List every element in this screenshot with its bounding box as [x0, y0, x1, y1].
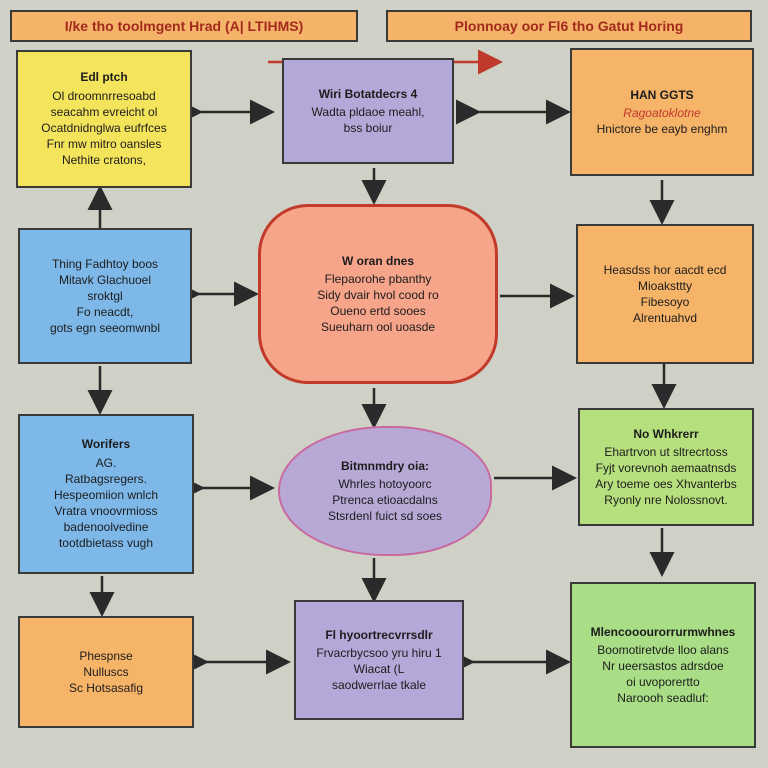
box-bottom-center: Fl hyoortrecvrrsdlr Frvacrbycsoo yru hir…	[294, 600, 464, 720]
box-bottom-right-line: Naroooh seadluf:	[617, 691, 709, 706]
box-bottom-center-line: saodwerrlae tkale	[331, 678, 427, 693]
box-bottom-right-line: Nr ueersastos adrsdoe	[602, 658, 724, 673]
box-center-ellipse-line: Stsrdenl fuict sd soes	[327, 509, 443, 524]
box-center-main-line: Sidy dvair hvol cood ro	[317, 287, 439, 302]
box-top-left-title: Edl ptch	[80, 70, 128, 85]
box-top-left: Edl ptch Ol droomnrresoabd seacahm evrei…	[16, 50, 192, 188]
box-center-ellipse: Bitmnmdry oia: Whrles hotoyoorc Ptrenca …	[278, 426, 492, 556]
box-top-left-line: Nethite cratons,	[61, 153, 147, 168]
box-bottom-center-line: Frvacrbycsoo yru hiru 1	[316, 645, 442, 660]
box-center-main-line: Flepaorohe pbanthy	[324, 271, 432, 286]
box-left-3-line: Hespeomiion wnlch	[53, 487, 159, 502]
box-left-3-line: badenoolvedine	[63, 520, 149, 535]
box-top-right-line: Hnictore be eayb enghm	[596, 122, 728, 137]
box-top-left-line: Fnr mw mitro oansles	[46, 137, 162, 152]
box-right-3-line: Fyjt vorevnoh aemaatnsds	[595, 460, 737, 475]
left-banner: I/ke tho toolmgent Hrad (A| LTIHMS)	[10, 10, 358, 42]
right-banner-text: Plonnoay oor Fl6 tho Gatut Horing	[454, 18, 684, 34]
box-bottom-left-line: Sc Hotsasafig	[68, 681, 144, 696]
box-right-3-line: Ryonly nre Nolossnovt.	[604, 493, 728, 508]
box-left-2-line: sroktgl	[87, 288, 123, 303]
box-left-2-line: Mitavk Glachuoel	[58, 272, 152, 287]
box-left-3-line: Ratbagsregers.	[64, 471, 148, 486]
box-bottom-center-title: Fl hyoortrecvrrsdlr	[325, 627, 433, 642]
box-top-left-line: Ol droomnrresoabd	[52, 88, 156, 103]
box-left-2-line: gots egn seeomwnbl	[49, 321, 161, 336]
box-left-2-line: Fo neacdt,	[76, 305, 134, 320]
box-top-center-line: Wadta pldaoe meahl,	[311, 104, 425, 119]
box-top-left-line: seacahm evreicht ol	[50, 104, 158, 119]
box-top-center: Wiri Botatdecrs 4 Wadta pldaoe meahl, bs…	[282, 58, 454, 164]
box-top-center-line: bss boiur	[343, 121, 393, 136]
box-right-3-line: Ary toeme oes Xhvanterbs	[595, 477, 737, 492]
box-left-2: Thing Fadhtoy boos Mitavk Glachuoel srok…	[18, 228, 192, 364]
box-center-main-line: Oueno ertd sooes	[330, 304, 426, 319]
box-bottom-right-line: oi uvoporertto	[626, 675, 700, 690]
box-left-2-line: Thing Fadhtoy boos	[51, 256, 159, 271]
box-right-2-line: Heasdss hor aacdt ecd	[603, 262, 727, 277]
box-right-3-line: Ehartrvon ut sltrecrtoss	[604, 444, 728, 459]
box-bottom-right-line: Boomotiretvde lloo alans	[597, 642, 729, 657]
box-center-main-line: Sueuharn ool uoasde	[320, 320, 436, 335]
box-right-2-line: Fibesoyo	[640, 295, 690, 309]
box-right-3: No Whkrerr Ehartrvon ut sltrecrtoss Fyjt…	[578, 408, 754, 526]
box-bottom-right: Mlencooourorrurmwhnes Boomotiretvde lloo…	[570, 582, 756, 748]
box-top-right-subtitle: Ragoatoklotne	[623, 105, 701, 120]
box-right-2: Heasdss hor aacdt ecd Mioaksttty Fibesoy…	[576, 224, 754, 364]
box-left-3-line: Vratra vnoovrmioss	[54, 504, 158, 519]
box-center-ellipse-line: Ptrenca etioacdalns	[332, 493, 438, 507]
box-left-3: Worifers AG. Ratbagsregers. Hespeomiion …	[18, 414, 194, 574]
box-center-main: W oran dnes Flepaorohe pbanthy Sidy dvai…	[258, 204, 498, 384]
box-bottom-right-title: Mlencooourorrurmwhnes	[590, 624, 736, 639]
box-bottom-center-line: Wiacat (L	[353, 662, 405, 676]
box-right-2-line: Alrentuahvd	[632, 311, 698, 326]
box-bottom-left: Phespnse Nulluscs Sc Hotsasafig	[18, 616, 194, 728]
box-left-3-title: Worifers	[81, 437, 131, 452]
box-top-left-line: Ocatdnidnglwa eufrfces	[41, 121, 167, 135]
box-top-right-title: HAN GGTS	[630, 87, 694, 102]
box-bottom-left-line: Nulluscs	[83, 664, 129, 679]
box-bottom-left-line: Phespnse	[79, 648, 133, 663]
box-left-3-line: AG.	[95, 455, 117, 470]
box-center-ellipse-line: Whrles hotoyoorc	[338, 476, 432, 491]
right-banner: Plonnoay oor Fl6 tho Gatut Horing	[386, 10, 752, 42]
box-top-right: HAN GGTS Ragoatoklotne Hnictore be eayb …	[570, 48, 754, 176]
box-top-center-title: Wiri Botatdecrs 4	[318, 86, 418, 101]
box-left-3-line: tootdbietass vugh	[58, 536, 154, 551]
box-right-2-line: Mioaksttty	[637, 278, 692, 293]
box-center-main-title: W oran dnes	[341, 253, 414, 268]
left-banner-text: I/ke tho toolmgent Hrad (A| LTIHMS)	[64, 18, 304, 34]
box-center-ellipse-title: Bitmnmdry oia:	[340, 458, 429, 473]
box-right-3-title: No Whkrerr	[633, 426, 699, 441]
